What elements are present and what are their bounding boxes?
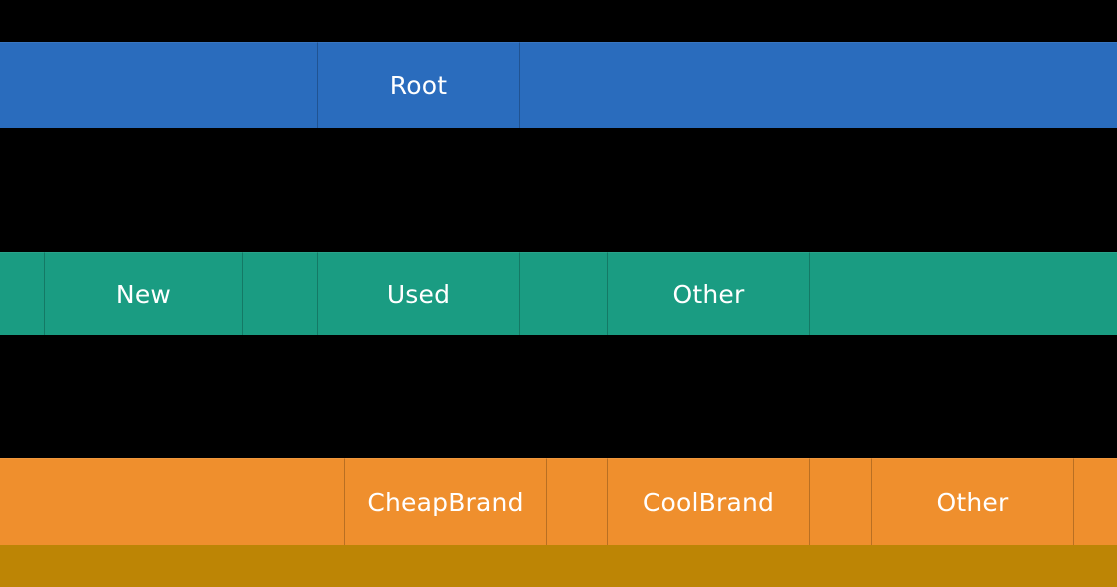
icicle-level-3 [0, 545, 1117, 587]
icicle-node-unlabeled[interactable] [0, 545, 1117, 587]
icicle-node-label: CheapBrand [367, 487, 524, 517]
icicle-node-unlabeled[interactable] [520, 42, 1117, 128]
icicle-node-label: Root [389, 71, 448, 100]
icicle-node-label: Other [672, 279, 745, 309]
icicle-level-2: CheapBrand CoolBrand Other [0, 458, 1117, 545]
icicle-node-unlabeled[interactable] [810, 252, 1117, 335]
icicle-node-other[interactable]: Other [872, 458, 1074, 545]
icicle-node-root[interactable]: Root [318, 42, 520, 128]
icicle-node-label: Used [386, 279, 451, 309]
icicle-level-0: Root [0, 42, 1117, 128]
icicle-node-unlabeled[interactable] [0, 42, 318, 128]
icicle-node-label: CoolBrand [642, 487, 775, 517]
icicle-node-unlabeled[interactable] [520, 252, 608, 335]
icicle-node-unlabeled[interactable] [0, 252, 45, 335]
icicle-node-unlabeled[interactable] [243, 252, 318, 335]
icicle-node-unlabeled[interactable] [810, 458, 872, 545]
icicle-node-label: Other [936, 487, 1009, 517]
icicle-node-new[interactable]: New [45, 252, 243, 335]
icicle-node-other[interactable]: Other [608, 252, 810, 335]
icicle-node-unlabeled[interactable] [547, 458, 608, 545]
icicle-node-unlabeled[interactable] [1074, 458, 1117, 545]
icicle-node-cheapbrand[interactable]: CheapBrand [345, 458, 547, 545]
icicle-node-label: New [115, 279, 172, 309]
icicle-node-unlabeled[interactable] [0, 458, 345, 545]
icicle-level-1: New Used Other [0, 252, 1117, 335]
icicle-node-used[interactable]: Used [318, 252, 520, 335]
icicle-node-coolbrand[interactable]: CoolBrand [608, 458, 810, 545]
